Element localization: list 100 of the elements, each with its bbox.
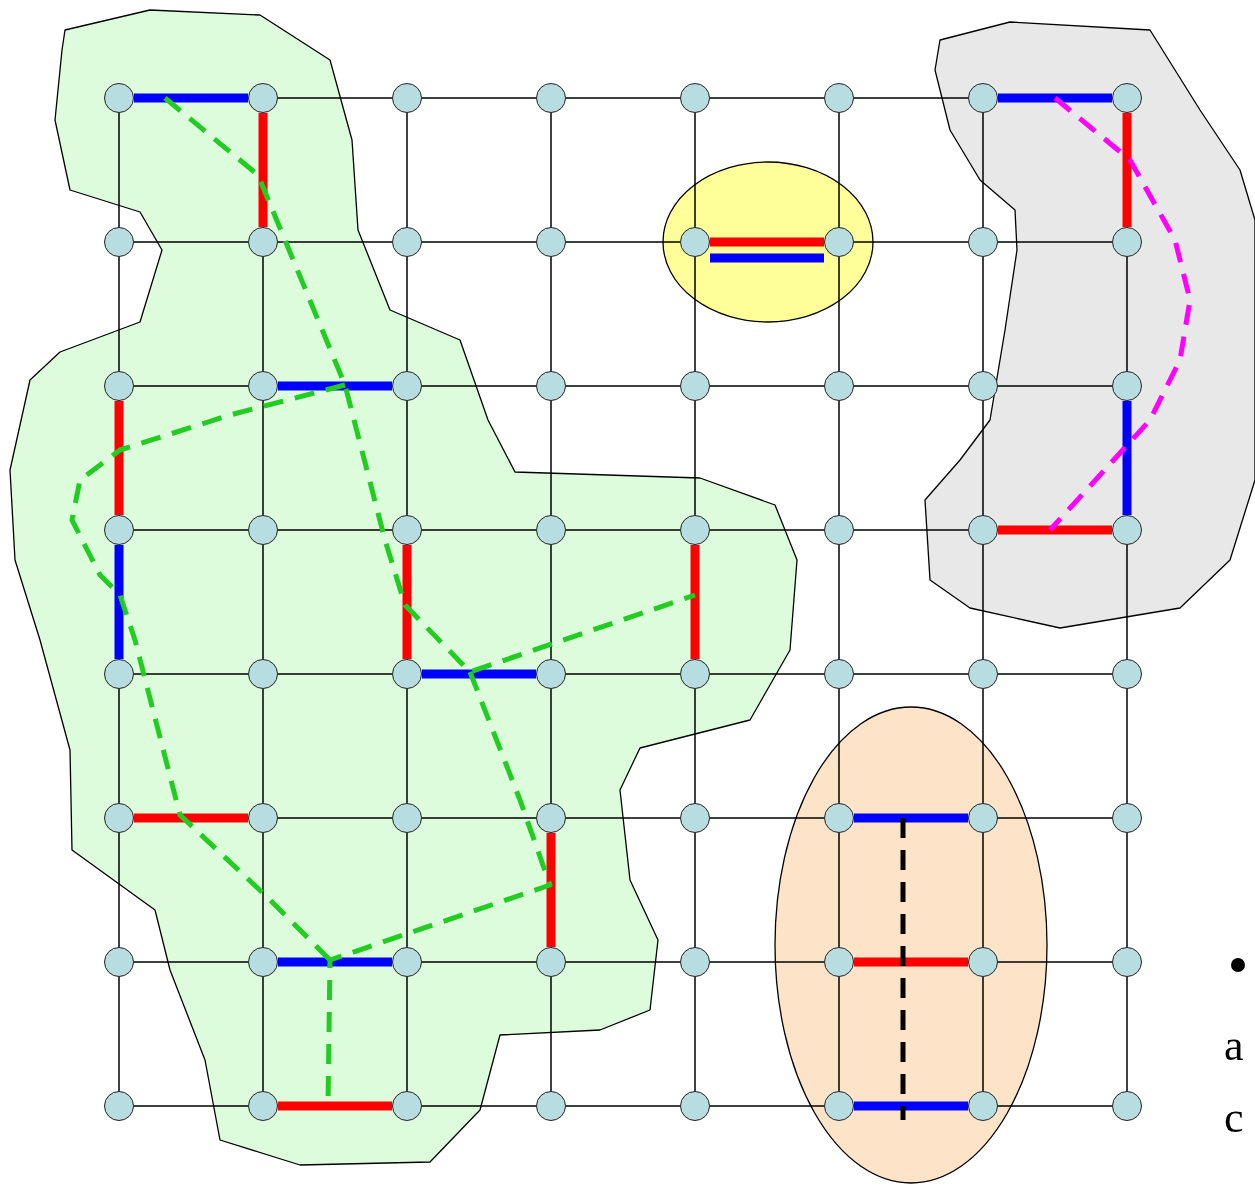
- lattice-line: [550, 400, 552, 516]
- lattice-line: [565, 961, 681, 963]
- lattice-line: [694, 400, 696, 516]
- lattice-line: [997, 673, 1113, 675]
- lattice-line: [709, 817, 825, 819]
- highlighted-link: [998, 93, 1112, 103]
- lattice-line: [421, 529, 537, 531]
- lattice-line: [133, 961, 249, 963]
- lattice-line: [997, 385, 1113, 387]
- lattice-node: [680, 1091, 710, 1121]
- lattice-line: [565, 97, 681, 99]
- lattice-line: [277, 241, 393, 243]
- lattice-line: [1126, 544, 1128, 660]
- lattice-line: [262, 400, 264, 516]
- lattice-line: [709, 1105, 825, 1107]
- lattice-line: [421, 817, 537, 819]
- lattice-line: [277, 97, 393, 99]
- lattice-node: [680, 83, 710, 113]
- lattice-node: [104, 1091, 134, 1121]
- lattice-line: [550, 688, 552, 804]
- lattice-line: [406, 688, 408, 804]
- lattice-line: [133, 1105, 249, 1107]
- lattice-line: [982, 976, 984, 1092]
- lattice-node: [824, 659, 854, 689]
- highlighted-link: [278, 1101, 392, 1111]
- highlighted-link: [134, 813, 248, 823]
- lattice-line: [118, 112, 120, 228]
- lattice-line: [133, 673, 249, 675]
- lattice-line: [709, 961, 825, 963]
- highlighted-link: [1122, 113, 1132, 227]
- lattice-node: [536, 371, 566, 401]
- lattice-line: [565, 673, 681, 675]
- highlighted-link: [998, 525, 1112, 535]
- lattice-node: [1112, 659, 1142, 689]
- lattice-line: [406, 400, 408, 516]
- highlighted-link: [114, 401, 124, 515]
- highlighted-link: [1122, 401, 1132, 515]
- lattice-line: [694, 112, 696, 228]
- highlighted-link: [114, 545, 124, 659]
- lattice-line: [421, 1105, 537, 1107]
- highlighted-link: [402, 545, 412, 659]
- lattice-node: [824, 515, 854, 545]
- lattice-line: [406, 256, 408, 372]
- lattice-node: [680, 947, 710, 977]
- lattice-node: [392, 83, 422, 113]
- lattice-line: [838, 976, 840, 1092]
- lattice-line: [1126, 688, 1128, 804]
- lattice-node: [1112, 1091, 1142, 1121]
- highlighted-link: [278, 957, 392, 967]
- lattice-line: [1126, 976, 1128, 1092]
- lattice-line: [709, 97, 825, 99]
- lattice-line: [853, 529, 969, 531]
- lattice-node: [536, 83, 566, 113]
- lattice-line: [982, 400, 984, 516]
- lattice-line: [262, 832, 264, 948]
- lattice-line: [565, 817, 681, 819]
- lattice-node: [104, 947, 134, 977]
- highlighted-link: [854, 957, 968, 967]
- lattice-line: [694, 256, 696, 372]
- highlighted-link: [134, 93, 248, 103]
- lattice-line: [997, 1105, 1113, 1107]
- note-text: c: [1224, 1094, 1244, 1142]
- lattice-node: [392, 227, 422, 257]
- lattice-line: [262, 688, 264, 804]
- highlighted-link: [690, 545, 700, 659]
- lattice-line: [838, 544, 840, 660]
- lattice-line: [982, 832, 984, 948]
- lattice-node: [968, 371, 998, 401]
- lattice-line: [709, 673, 825, 675]
- lattice-line: [838, 256, 840, 372]
- highlighted-link: [854, 1101, 968, 1111]
- lattice-node: [824, 371, 854, 401]
- lattice-node: [968, 659, 998, 689]
- lattice-line: [1126, 832, 1128, 948]
- lattice-line: [838, 688, 840, 804]
- lattice-node: [104, 227, 134, 257]
- lattice-node: [1112, 803, 1142, 833]
- lattice-line: [1126, 256, 1128, 372]
- highlighted-link: [258, 113, 268, 227]
- note-text: a: [1224, 1022, 1244, 1070]
- lattice-line: [694, 832, 696, 948]
- lattice-line: [421, 385, 537, 387]
- lattice-line: [421, 97, 537, 99]
- lattice-line: [406, 112, 408, 228]
- lattice-line: [277, 673, 393, 675]
- highlighted-link: [710, 253, 824, 263]
- lattice-line: [550, 976, 552, 1092]
- lattice-line: [997, 961, 1113, 963]
- highlighted-link: [710, 237, 824, 247]
- lattice-node: [536, 227, 566, 257]
- lattice-line: [565, 1105, 681, 1107]
- lattice-line: [118, 976, 120, 1092]
- lattice-line: [262, 544, 264, 660]
- lattice-line: [421, 241, 537, 243]
- lattice-line: [853, 385, 969, 387]
- lattice-node: [680, 803, 710, 833]
- lattice-node: [680, 371, 710, 401]
- lattice-line: [853, 673, 969, 675]
- lattice-line: [277, 529, 393, 531]
- lattice-line: [694, 976, 696, 1092]
